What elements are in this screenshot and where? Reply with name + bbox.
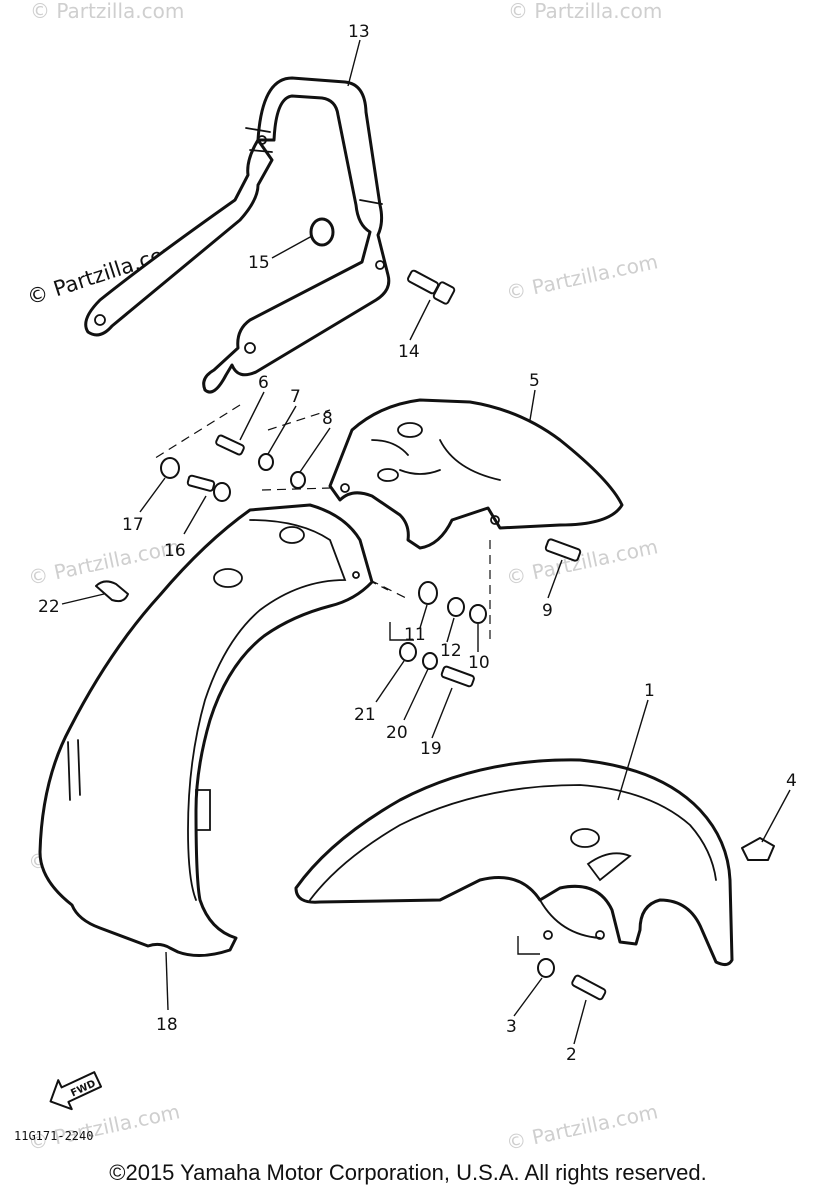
clip-part-22 xyxy=(95,580,129,603)
emblem-part-4 xyxy=(741,837,775,861)
copyright-footer: ©2015 Yamaha Motor Corporation, U.S.A. A… xyxy=(109,1160,707,1185)
bolt-head-part-16 xyxy=(213,482,231,502)
callout-16: 16 xyxy=(164,541,186,561)
bolt-part-16 xyxy=(186,474,216,492)
watermark: © Partzilla.com xyxy=(504,534,660,590)
watermark: © Partzilla.com xyxy=(508,0,662,23)
callout-19: 19 xyxy=(420,739,442,759)
washer-part-12 xyxy=(447,597,465,617)
callout-9: 9 xyxy=(542,601,553,621)
bolt-part-2 xyxy=(571,974,607,1001)
nut-part-11 xyxy=(418,581,438,605)
callout-1: 1 xyxy=(644,681,655,701)
fwd-arrow-icon: FWD xyxy=(49,1071,103,1111)
callout-13: 13 xyxy=(348,22,370,42)
callout-10: 10 xyxy=(468,653,490,673)
leader-lines xyxy=(61,39,791,1045)
callout-3: 3 xyxy=(506,1017,517,1037)
callout-11: 11 xyxy=(404,625,426,645)
drawing-code: 11G171-2240 xyxy=(14,1129,93,1143)
bolt-part-19 xyxy=(440,665,475,688)
callout-12: 12 xyxy=(440,641,462,661)
callout-20: 20 xyxy=(386,723,408,743)
callout-6: 6 xyxy=(258,373,269,393)
callout-2: 2 xyxy=(566,1045,577,1065)
cap-part-15 xyxy=(309,217,335,247)
washer-part-21 xyxy=(399,642,417,662)
washer-part-3 xyxy=(537,958,555,978)
front-fender-part-1 xyxy=(294,758,734,967)
callouts: 13 15 14 5 6 7 8 16 17 22 9 11 12 10 21 … xyxy=(38,22,797,1065)
callout-8: 8 xyxy=(322,409,333,429)
washer-part-20 xyxy=(422,652,438,670)
callout-7: 7 xyxy=(290,387,301,407)
callout-15: 15 xyxy=(248,253,270,273)
washer-part-10 xyxy=(469,604,487,624)
watermark: © Partzilla.com xyxy=(504,249,660,305)
watermark: © Partzilla.com xyxy=(26,1099,182,1155)
bolt-part-14 xyxy=(406,269,456,305)
rear-fender-part-18 xyxy=(38,503,374,957)
washer-part-17 xyxy=(160,457,180,479)
bracket-part-5 xyxy=(328,398,624,550)
callout-21: 21 xyxy=(354,705,376,725)
callout-4: 4 xyxy=(786,771,797,791)
bolt-part-9 xyxy=(544,538,582,562)
callout-17: 17 xyxy=(122,515,144,535)
hardware-upper xyxy=(160,434,306,502)
watermark: © Partzilla.com xyxy=(504,1099,660,1155)
nut-part-7 xyxy=(258,453,274,471)
watermark: © Partzilla.com xyxy=(30,0,184,23)
callout-18: 18 xyxy=(156,1015,178,1035)
washer-part-8 xyxy=(290,471,306,489)
grab-bar-part-13 xyxy=(84,76,391,394)
callout-5: 5 xyxy=(529,371,540,391)
hardware-front xyxy=(537,958,607,1001)
bolt-part-6 xyxy=(215,434,245,456)
callout-14: 14 xyxy=(398,342,420,362)
callout-22: 22 xyxy=(38,597,60,617)
hardware-lower xyxy=(399,538,582,688)
